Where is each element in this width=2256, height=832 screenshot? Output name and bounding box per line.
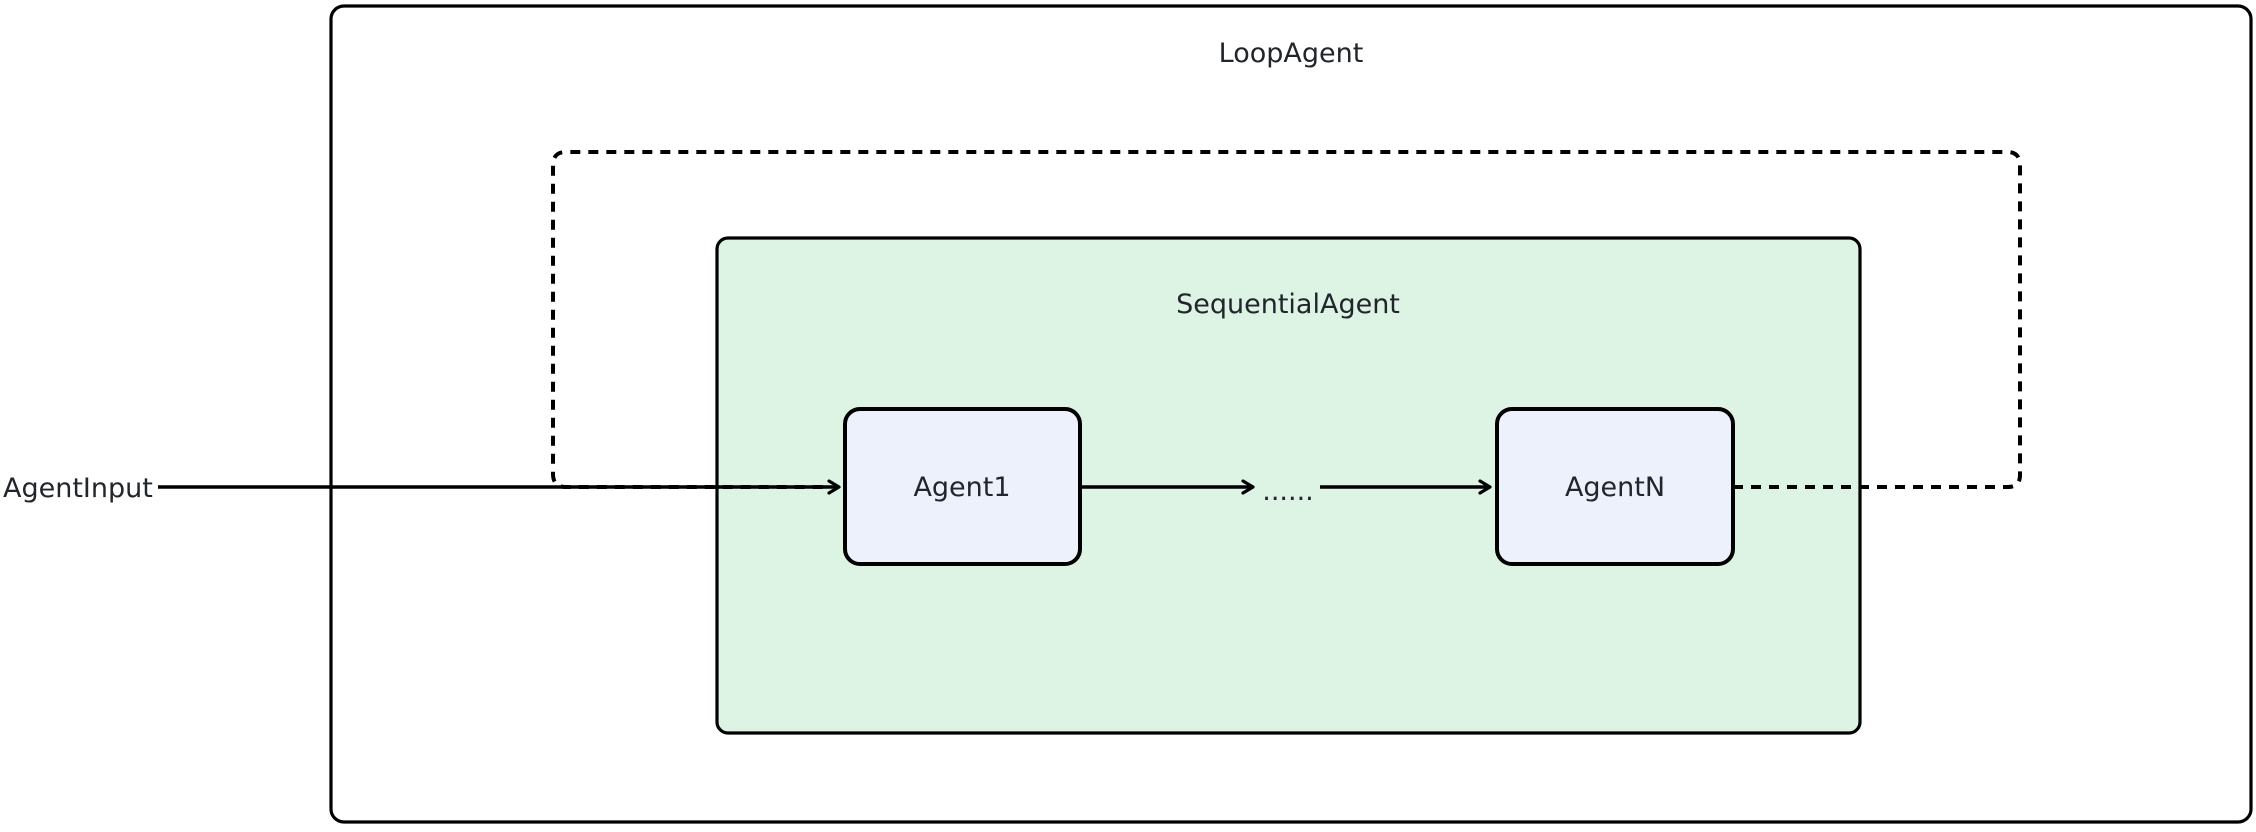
loop-agent-label: LoopAgent <box>1219 38 1364 69</box>
node-agent1 <box>843 407 1082 566</box>
node-agent1-label: Agent1 <box>913 472 1010 503</box>
node-agentn-label: AgentN <box>1565 472 1665 503</box>
agent-input-label: AgentInput <box>3 473 153 504</box>
sequential-agent-label: SequentialAgent <box>1176 289 1400 320</box>
ellipsis-label: ...... <box>1262 476 1314 507</box>
edge-loop-back-dashed <box>551 150 2022 489</box>
